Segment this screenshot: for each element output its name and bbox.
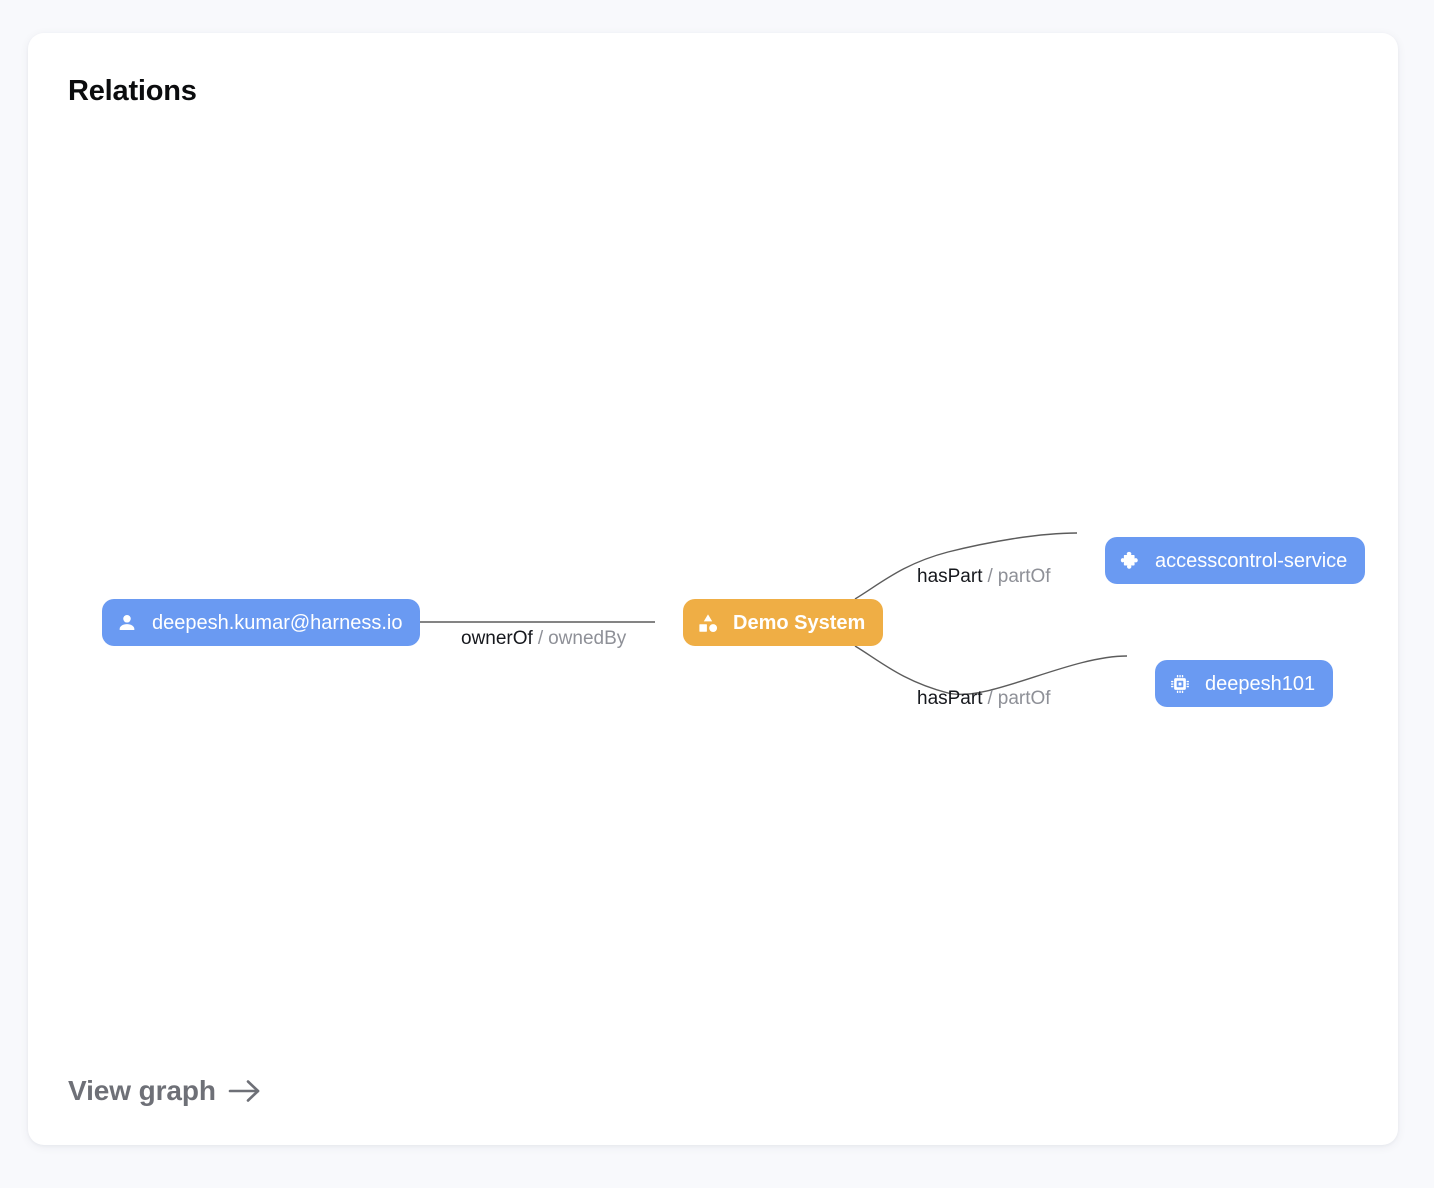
- graph-node-label: Demo System: [733, 611, 866, 634]
- edge-label-reverse: partOf: [997, 688, 1051, 709]
- person-icon: [116, 612, 138, 634]
- graph-node-resource[interactable]: deepesh101: [1155, 660, 1334, 707]
- edge-label-ownerof: ownerOf/ownedBy: [461, 629, 626, 648]
- page-title: Relations: [68, 75, 197, 107]
- edge-label-separator: /: [537, 628, 544, 649]
- graph-node-user[interactable]: deepesh.kumar@harness.io: [102, 599, 421, 646]
- edge-label-separator: /: [987, 688, 993, 709]
- relations-card: Relations deepesh.kumar@harness.io: [28, 33, 1398, 1145]
- graph-edges: [400, 532, 1128, 696]
- edge-label-forward: hasPart: [917, 688, 983, 709]
- graph-node-label: accesscontrol-service: [1155, 549, 1348, 572]
- chip-icon: [1169, 673, 1191, 695]
- edge-label-haspart-top: hasPart/partOf: [917, 567, 1051, 586]
- graph-node-component[interactable]: accesscontrol-service: [1105, 537, 1366, 584]
- puzzle-piece-icon: [1119, 550, 1141, 572]
- graph-node-label: deepesh101: [1205, 672, 1316, 695]
- edge-label-separator: /: [987, 566, 993, 587]
- graph-node-label: deepesh.kumar@harness.io: [152, 611, 403, 634]
- edge-label-haspart-bottom: hasPart/partOf: [917, 689, 1051, 708]
- relations-graph[interactable]: deepesh.kumar@harness.io Demo System: [28, 33, 1398, 1145]
- view-graph-label: View graph: [68, 1075, 216, 1106]
- edge-label-forward: ownerOf: [461, 628, 533, 649]
- edge-label-reverse: ownedBy: [548, 628, 627, 649]
- edge-label-reverse: partOf: [997, 566, 1051, 587]
- edge-label-forward: hasPart: [917, 566, 983, 587]
- arrow-right-icon: [228, 1077, 262, 1105]
- view-graph-link[interactable]: View graph: [68, 1075, 262, 1107]
- shapes-icon: [697, 612, 719, 634]
- graph-node-system[interactable]: Demo System: [683, 599, 884, 646]
